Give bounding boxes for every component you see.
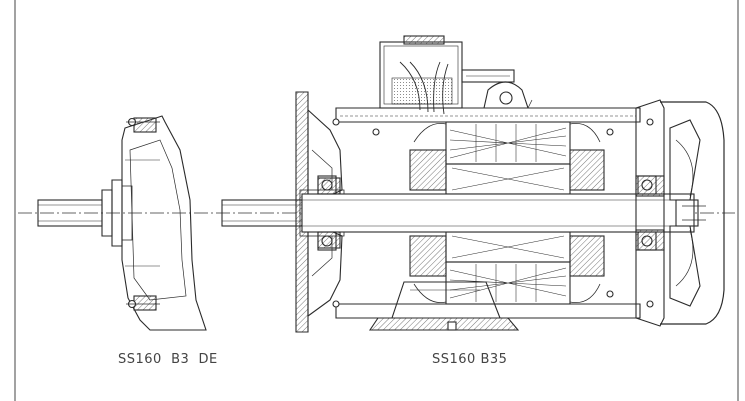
b35-terminal-box [379, 35, 515, 115]
b35-view-caption: SS160 B35 [432, 352, 508, 367]
b35-winding-de-top [409, 149, 447, 191]
de-view-caption: SS160 B3 DE [118, 352, 218, 367]
b35-rotor-shaft [301, 193, 695, 233]
b35-bearings [317, 175, 657, 251]
de-endshield-view [37, 115, 207, 331]
b35-motor-view [221, 35, 725, 333]
b35-lifting-eye [483, 81, 533, 109]
b35-mounting-foot [368, 281, 520, 331]
b35-winding-de-bottom [409, 235, 447, 277]
b35-nde-endshield [635, 99, 665, 327]
b35-fan-cover [660, 101, 725, 325]
b35-frame [335, 107, 641, 123]
b35-winding-nde-bottom [569, 235, 605, 277]
b35-winding-nde-top [569, 149, 605, 191]
b35-cooling-fan [669, 119, 706, 307]
